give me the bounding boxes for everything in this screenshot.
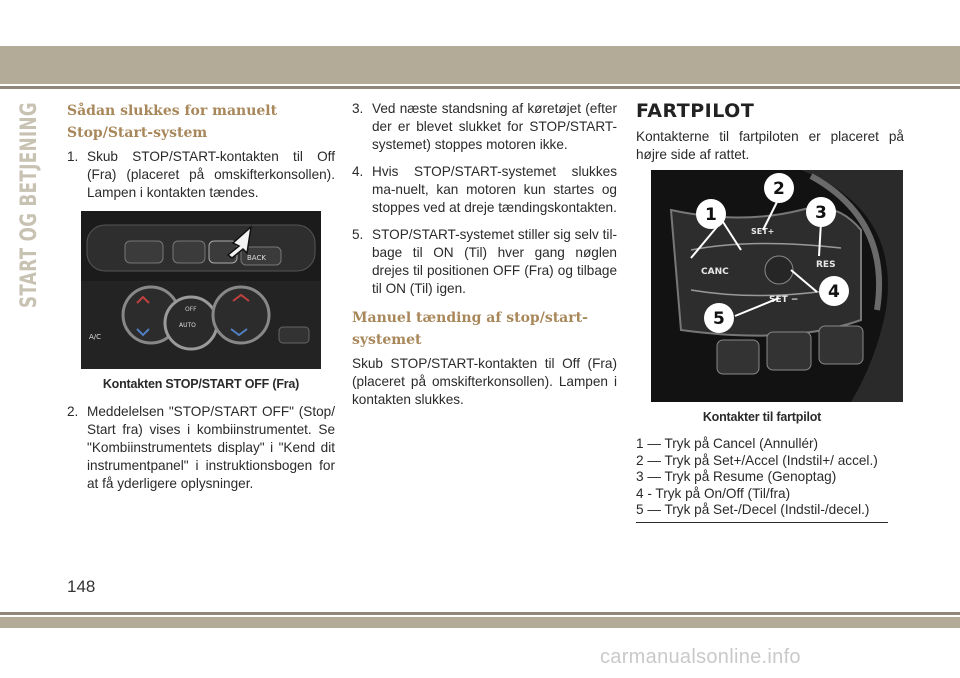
watermark: carmanualsonline.info [600, 646, 801, 668]
wheel-setminus-label: SET − [769, 295, 798, 305]
list-number: 5. [352, 227, 364, 242]
legend-item: 3 — Tryk på Resume (Genoptag) [636, 469, 837, 484]
list-number: 4. [352, 164, 364, 179]
arrow-icon [226, 225, 253, 259]
list-text: Ved næste standsning af køretøjet (efter… [372, 101, 617, 152]
footer-stripe [0, 612, 960, 615]
list-text: Hvis STOP/START-systemet slukkes ma-nuel… [372, 164, 617, 215]
callout-1: 1 [705, 205, 717, 225]
column-1: Sådan slukkes for manuelt Stop/Start-sys… [67, 100, 335, 502]
callout-3: 3 [815, 203, 827, 223]
legend-item: 1 — Tryk på Cancel (Annullér) [636, 436, 819, 451]
section-title-fartpilot: FARTPILOT [636, 100, 755, 122]
legend-item: 4 - Tryk på On/Off (Til/fra) [636, 485, 791, 501]
heading-line-1: Sådan slukkes for manuelt [67, 103, 278, 119]
list-number: 3. [352, 101, 364, 116]
header-band [0, 46, 960, 84]
fartpilot-intro: Kontakterne til fartpiloten er placeret … [636, 129, 904, 162]
callout-5: 5 [713, 309, 725, 329]
callout-2: 2 [773, 179, 785, 199]
list-text: Meddelelsen "STOP/START OFF" (Stop/ Star… [87, 404, 335, 491]
wheel-canc-label: CANC [701, 267, 729, 277]
list-item: 4. Hvis STOP/START-systemet slukkes ma-n… [352, 163, 617, 217]
footer-band [0, 617, 960, 628]
console-illustration: BACK AUTO OFF A/C [81, 211, 321, 369]
steering-wheel-photo: CANC SET+ RES SET − 1 2 3 4 5 [651, 170, 903, 402]
back-button-label: BACK [247, 254, 266, 262]
section-heading-manual-on: Manuel tænding af stop/start-systemet [352, 310, 588, 348]
auto-label: AUTO [179, 322, 196, 329]
list-item: 1. Skub STOP/START-kontakten til Off (Fr… [67, 148, 335, 202]
section-paragraph: Skub STOP/START-kontakten til Off (Fra) … [352, 356, 617, 407]
legend-item: 5 — Tryk på Set-/Decel (Indstil-/decel.) [636, 502, 870, 517]
ac-label: A/C [89, 333, 101, 341]
list-number: 2. [67, 404, 79, 419]
section-heading-manual-off: Sådan slukkes for manuelt Stop/Start-sys… [67, 100, 335, 144]
off-label: OFF [185, 306, 197, 313]
wheel-setplus-label: SET+ [751, 227, 774, 236]
chapter-side-label-text: START OG BETJENING [17, 102, 42, 308]
chapter-side-label: START OG BETJENING [17, 102, 42, 308]
stop-start-switch-photo: BACK AUTO OFF A/C [81, 211, 321, 369]
legend-item: 2 — Tryk på Set+/Accel (Indstil+/ accel.… [636, 452, 878, 468]
list-item: 3. Ved næste standsning af køretøjet (ef… [352, 100, 617, 154]
list-item: 5. STOP/START-systemet stiller sig selv … [352, 226, 617, 298]
list-number: 1. [67, 149, 79, 164]
photo-caption: Kontakter til fartpilot [702, 410, 822, 424]
column-2: 3. Ved næste standsning af køretøjet (ef… [352, 100, 617, 415]
steering-wheel-illustration: CANC SET+ RES SET − 1 2 3 4 5 [651, 170, 903, 402]
list-text: Skub STOP/START-kontakten til Off (Fra) … [87, 149, 335, 200]
callout-4: 4 [828, 282, 840, 302]
heading-line-2: Stop/Start-system [67, 125, 208, 141]
header-stripe [0, 86, 960, 89]
wheel-res-label: RES [816, 260, 836, 270]
list-item: 2. Meddelelsen "STOP/START OFF" (Stop/ S… [67, 403, 335, 493]
callout-legend: 1 — Tryk på Cancel (Annullér) 2 — Tryk p… [636, 436, 888, 523]
photo-caption: Kontakten STOP/START OFF (Fra) [102, 377, 300, 391]
list-text: STOP/START-systemet stiller sig selv til… [372, 227, 617, 296]
column-3: FARTPILOT Kontakterne til fartpiloten er… [636, 100, 904, 523]
page-number: 148 [67, 577, 96, 596]
